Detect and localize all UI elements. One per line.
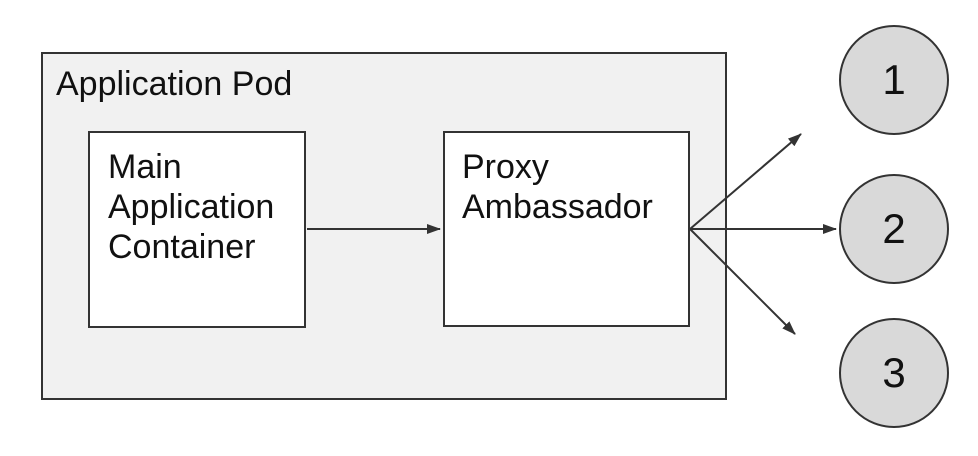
node-main-application-container: Main Application Container (88, 131, 306, 328)
application-pod-label: Application Pod (56, 65, 293, 103)
target-node-1: 1 (839, 25, 949, 135)
node-main-label-line-1: Main (108, 148, 182, 186)
node-main-label-line-3: Container (108, 228, 256, 266)
target-node-1-label: 1 (882, 56, 906, 103)
target-node-2: 2 (839, 174, 949, 284)
node-proxy-ambassador: Proxy Ambassador (443, 131, 690, 327)
node-main-label-line-2: Application (108, 188, 275, 226)
target-node-2-label: 2 (882, 205, 906, 252)
target-node-3: 3 (839, 318, 949, 428)
target-node-3-label: 3 (882, 349, 906, 396)
node-proxy-label-line-1: Proxy (462, 148, 549, 186)
node-proxy-label-line-2: Ambassador (462, 188, 653, 226)
